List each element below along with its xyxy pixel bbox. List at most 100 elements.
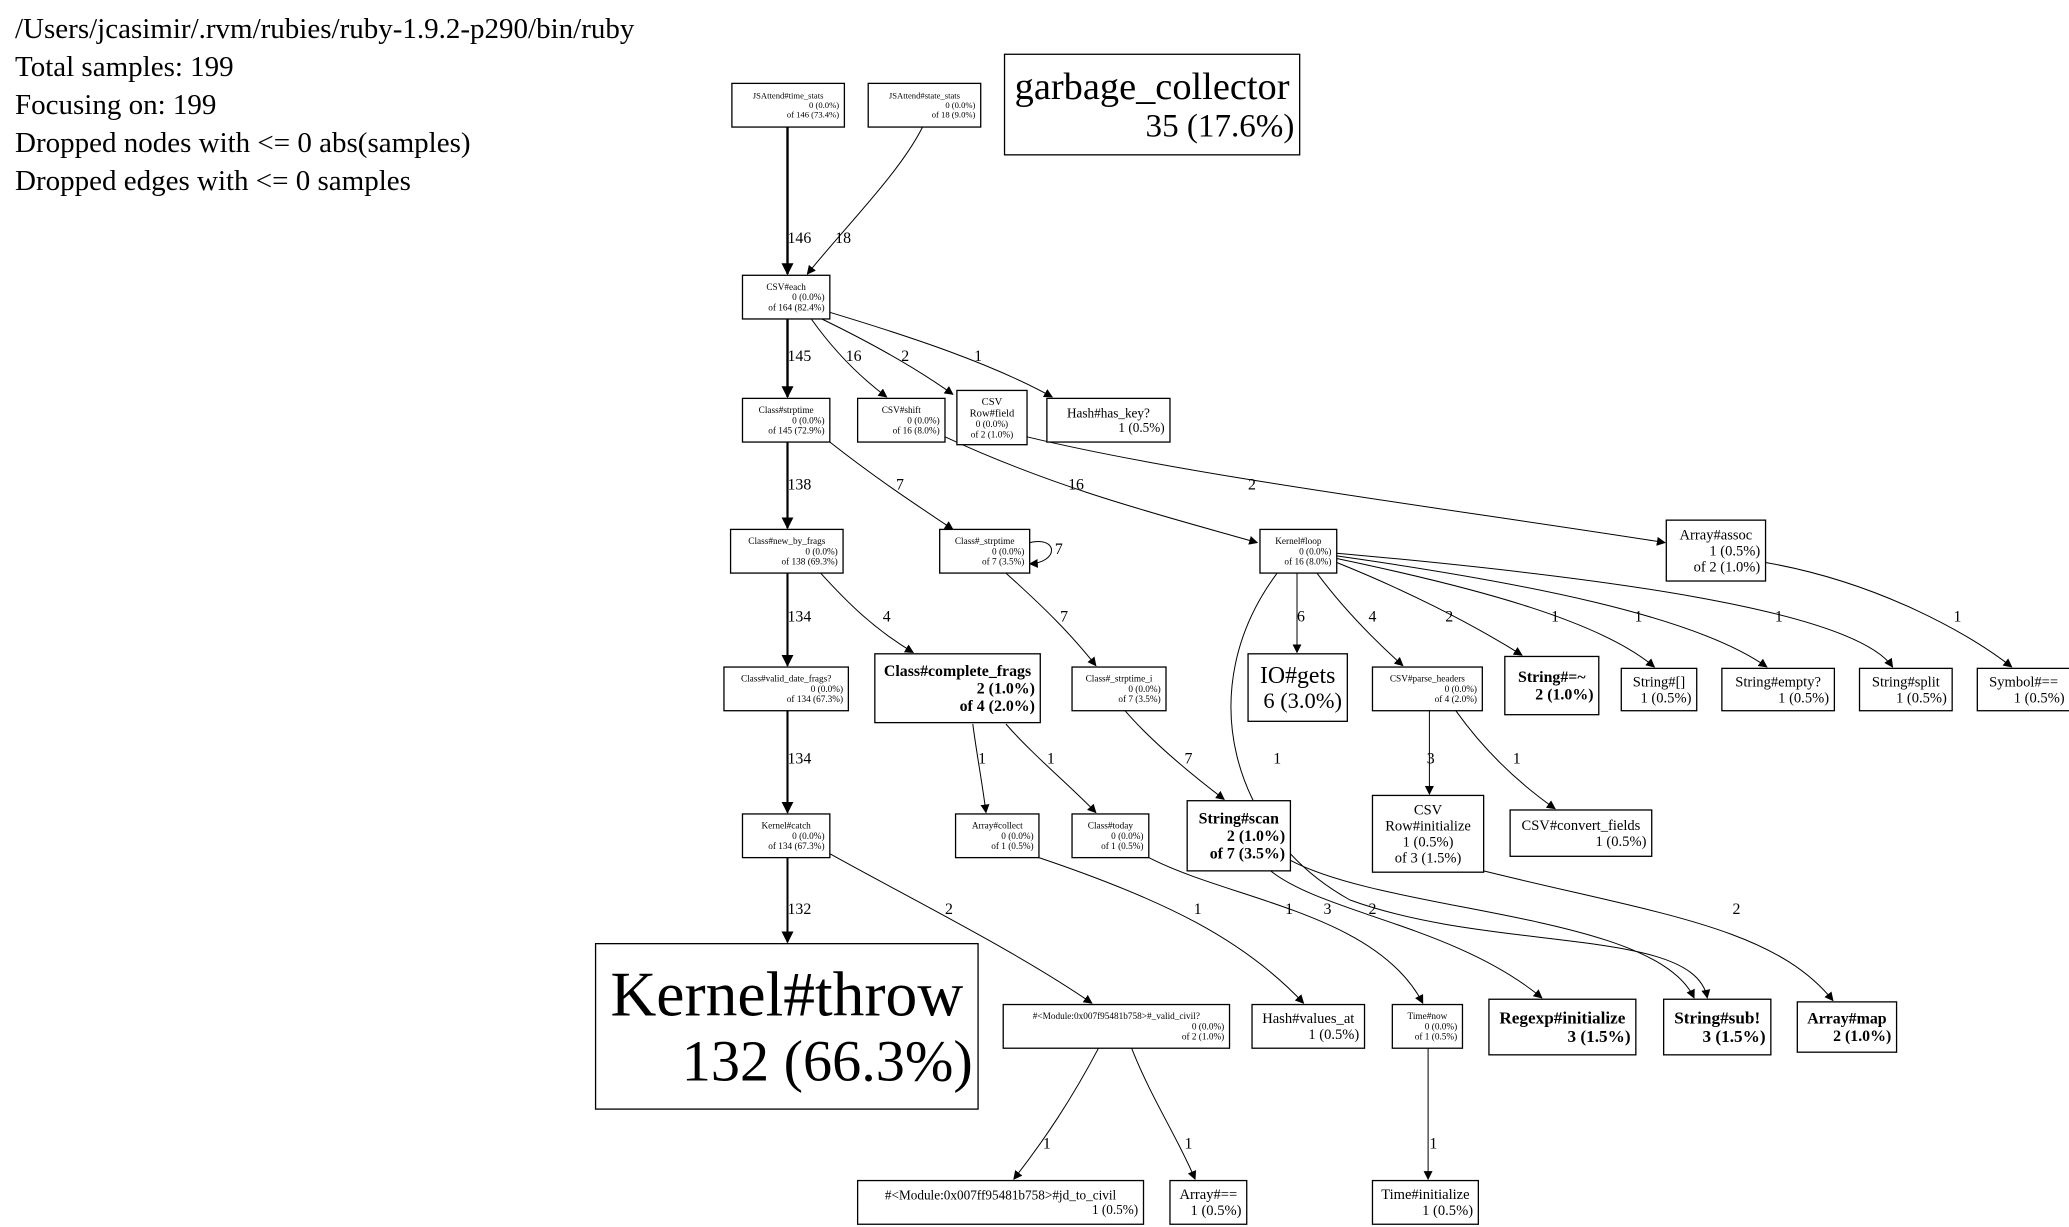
node-stat: 0 (0.0%): [792, 416, 824, 426]
node-name: Array#==: [1180, 1187, 1238, 1203]
node-box: [1071, 813, 1150, 859]
edge-class__strptime-to-class__strptime: [1028, 541, 1053, 568]
node-stat: 0 (0.0%): [1425, 1022, 1457, 1032]
node-box: [723, 666, 850, 712]
edge-class_complete_frags-to-class_today: [1005, 723, 1097, 814]
node-string-sub: String#sub!3 (1.5%): [1662, 998, 1772, 1056]
node-name: CSV: [982, 397, 1003, 408]
node-box: [1251, 1003, 1366, 1049]
node-stat: of 2 (1.0%): [971, 430, 1013, 440]
node-stat: 6 (3.0%): [1263, 688, 1342, 713]
edge-label: 7: [896, 476, 904, 493]
edge-csv_each-to-hash_has_key: [829, 311, 1053, 398]
node-box: [1247, 653, 1348, 722]
node-stat: Row#field: [970, 409, 1015, 420]
node-stat: 35 (17.6%): [1146, 109, 1295, 145]
edge-csv_shift-to-kernel_loop: [944, 436, 1259, 545]
node-stat: of 1 (0.5%): [1415, 1033, 1457, 1043]
node-stat: 0 (0.0%): [811, 685, 843, 695]
node-box: [731, 82, 846, 128]
node-stat: of 134 (67.3%): [768, 842, 824, 852]
node-stat: 3 (1.5%): [1703, 1027, 1766, 1046]
edge-label: 1: [1047, 750, 1055, 767]
node-box: [1620, 667, 1698, 712]
edge-label: 134: [787, 609, 811, 626]
edge-csv_each-to-csv_row_field: [821, 318, 954, 395]
node-stat: 0 (0.0%): [1299, 547, 1331, 557]
edge-string_scan-to-regexp_initialize: [1270, 870, 1543, 999]
edge-label: 2: [1445, 609, 1453, 626]
edge-kernel_loop-to-string_sub: [1230, 572, 1711, 999]
node-class--strptime-i: Class#_strptime_i0 (0.0%)of 7 (3.5%): [1071, 666, 1167, 712]
node-name: #<Module:0x007f95481b758>#_valid_civil?: [1033, 1012, 1200, 1022]
node-module-valid-civil: #<Module:0x007f95481b758>#_valid_civil?0…: [1002, 1003, 1231, 1049]
node-stat: of 1 (0.5%): [1101, 842, 1143, 852]
node-stat: 1 (0.5%): [1191, 1203, 1242, 1219]
node-box: [741, 397, 831, 443]
edge-label: 138: [787, 476, 811, 493]
node-name: Array#collect: [972, 822, 1023, 832]
edge-label: 1: [1273, 750, 1281, 767]
edge-label: 4: [1369, 609, 1377, 626]
node-box: [956, 389, 1028, 446]
node-hash-values-at: Hash#values_at1 (0.5%): [1251, 1003, 1366, 1049]
edge-csv_each-to-csv_shift: [810, 318, 888, 398]
node-stat: of 16 (8.0%): [1284, 557, 1331, 567]
edge-array_assoc-to-symbol_eq: [1765, 562, 2013, 668]
total-samples: Total samples: 199: [15, 51, 234, 83]
node-stat: 1 (0.5%): [1403, 835, 1454, 851]
node-name: CSV: [1414, 803, 1443, 819]
edge-kernel_loop-to-string_split: [1336, 552, 1894, 668]
edge-label: 1: [1185, 1135, 1193, 1152]
node-name: CSV#each: [766, 283, 806, 293]
node-name: Class#complete_frags: [884, 663, 1031, 680]
edge-class_today-to-time_now: [1148, 857, 1424, 1004]
node-stat: of 7 (3.5%): [982, 557, 1024, 567]
edge-label: 1: [1429, 1135, 1437, 1152]
node-name: String#[]: [1633, 674, 1686, 690]
edge-label: 2: [1369, 901, 1377, 918]
node-stat: of 2 (1.0%): [1182, 1033, 1224, 1043]
node-name: JSAttend#state_stats: [889, 91, 961, 101]
edge-label: 2: [1732, 901, 1740, 918]
node-stat: 1 (0.5%): [1641, 690, 1692, 706]
node-stat: 0 (0.0%): [805, 547, 837, 557]
node-box: [1504, 655, 1600, 716]
node-box: [1976, 667, 2069, 712]
node-stat: of 4 (2.0%): [960, 698, 1035, 715]
node-box: [1371, 794, 1485, 873]
edge-label: 1: [1043, 1135, 1051, 1152]
node-stat: 2 (1.0%): [1833, 1028, 1891, 1045]
edge-label: 3: [1427, 750, 1435, 767]
node-name: CSV#convert_fields: [1522, 818, 1641, 834]
node-stat: 0 (0.0%): [976, 420, 1008, 430]
node-name: garbage_collector: [1015, 66, 1290, 108]
edge-label: 4: [883, 609, 891, 626]
edge-label: 1: [1635, 609, 1643, 626]
edge-label: 1: [1551, 609, 1559, 626]
node-stat: 0 (0.0%): [945, 100, 975, 110]
focusing-on: Focusing on: 199: [15, 89, 217, 121]
node-box: [594, 943, 979, 1110]
edge-label: 6: [1297, 609, 1305, 626]
node-string-index: String#[]1 (0.5%): [1620, 667, 1698, 712]
node-stat: of 3 (1.5%): [1395, 851, 1462, 867]
node-name: Class#_strptime: [955, 537, 1015, 547]
node-name: Symbol#==: [1989, 674, 2058, 690]
ruby-binary-path: /Users/jcasimir/.rvm/rubies/ruby-1.9.2-p…: [15, 13, 635, 45]
edge-label: 7: [1185, 750, 1193, 767]
node-stat: 2 (1.0%): [1227, 828, 1285, 845]
edge-module_valid_civil-to-array_eq: [1131, 1048, 1197, 1181]
edge-label: 1: [1194, 901, 1202, 918]
node-box: [867, 82, 982, 128]
